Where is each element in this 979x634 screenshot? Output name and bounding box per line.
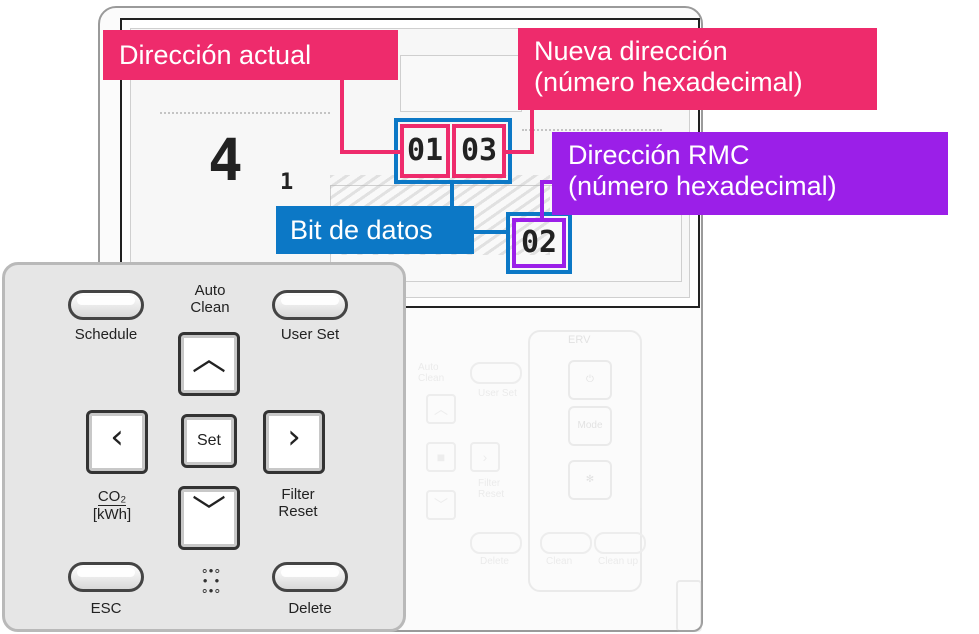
co2-kwh-label[interactable]: CO₂ [kWh] <box>82 488 142 523</box>
left-arrow-button[interactable]: ‹ <box>86 410 148 474</box>
new-address-text: Nueva dirección <box>534 36 728 66</box>
lcd-dotted-line <box>160 112 330 114</box>
new-address-highlight <box>452 124 506 178</box>
set-button[interactable]: Set <box>181 414 237 468</box>
delete-button-faded[interactable] <box>470 532 522 554</box>
connector-current-vertical <box>340 80 344 152</box>
main-segment-digit: 4 <box>208 126 245 194</box>
cleanup-label: Clean up <box>598 556 639 567</box>
connector-new-vertical <box>530 110 534 152</box>
esc-label: ESC <box>90 600 122 617</box>
chevron-down-icon: ﹀ <box>192 493 226 533</box>
fan-icon[interactable]: ✻ <box>568 460 612 500</box>
rmc-address-digits: 02 <box>520 225 558 260</box>
chevron-right-icon: › <box>287 417 301 457</box>
new-address-digits: 03 <box>460 133 498 168</box>
right-arrow-button[interactable]: › <box>263 410 325 474</box>
small-segment-digit: 1 <box>280 170 296 195</box>
connector-rmc-vertical <box>540 180 544 220</box>
schedule-label: Schedule <box>74 326 138 343</box>
connector-bit-horizontal <box>474 230 508 234</box>
clean-button[interactable] <box>540 532 592 554</box>
data-bit-text: Bit de datos <box>290 215 433 245</box>
delete-label-faded: Delete <box>480 556 509 567</box>
auto-clean-label-line2: Clean <box>190 299 230 316</box>
rmc-outer-highlight <box>506 212 572 274</box>
current-address-highlight <box>400 124 450 178</box>
new-address-subtext: (número hexadecimal) <box>534 67 803 97</box>
new-address-callout: Nueva dirección (número hexadecimal) <box>518 28 877 110</box>
rmc-address-subtext: (número hexadecimal) <box>568 171 837 201</box>
mode-button[interactable]: Mode <box>568 406 612 446</box>
cleanup-button[interactable] <box>594 532 646 554</box>
erv-label: ERV <box>568 334 591 346</box>
rmc-address-highlight <box>512 218 566 268</box>
connector-new-horizontal <box>506 150 534 154</box>
user-set-label-faded: User Set <box>478 388 517 399</box>
current-address-digits: 01 <box>406 133 444 168</box>
user-set-button[interactable] <box>272 290 348 320</box>
chevron-left-icon: ‹ <box>110 417 124 457</box>
connector-current-horizontal <box>340 150 402 154</box>
auto-clean-label: Auto Clean <box>180 282 240 316</box>
clean-label: Clean <box>546 556 573 567</box>
filter-reset-label-line2: Reset <box>278 503 318 520</box>
auto-clean-label-faded: Auto Clean <box>418 362 445 384</box>
filter-reset-label-faded: Filter Reset <box>478 478 505 500</box>
up-arrow-icon-faded[interactable]: ︿ <box>426 394 456 424</box>
user-set-button-faded[interactable] <box>470 362 522 384</box>
user-set-label: User Set <box>280 326 340 343</box>
data-bit-callout: Bit de datos <box>276 206 474 254</box>
down-arrow-icon-faded[interactable]: ﹀ <box>426 490 456 520</box>
delete-label: Delete <box>288 600 332 617</box>
rmc-address-text: Dirección RMC <box>568 140 750 170</box>
power-icon[interactable]: ⏻ <box>568 360 612 400</box>
schedule-button[interactable] <box>68 290 144 320</box>
lcd-dotted-line-right <box>522 129 662 131</box>
right-arrow-icon-faded[interactable]: › <box>470 442 500 472</box>
filter-reset-label[interactable]: Filter Reset <box>268 486 328 520</box>
battery-cover <box>676 580 702 632</box>
co2-label-line2: [kWh] <box>92 506 132 523</box>
current-address-text: Dirección actual <box>119 40 312 70</box>
up-arrow-button[interactable]: ︿ <box>178 332 240 396</box>
auto-clean-label-line1: Auto <box>194 282 226 299</box>
filter-reset-label-line1: Filter <box>281 486 315 503</box>
set-label: Set <box>196 432 221 449</box>
loading-dots-icon: ∘•∘• •∘•∘ <box>200 563 222 598</box>
set-button-faded[interactable]: ■ <box>426 442 456 472</box>
current-address-callout: Dirección actual <box>103 30 398 80</box>
delete-button[interactable] <box>272 562 348 592</box>
chevron-up-icon: ︿ <box>192 339 226 379</box>
down-arrow-button[interactable]: ﹀ <box>178 486 240 550</box>
erv-panel <box>528 330 642 592</box>
connector-rmc-horizontal <box>540 180 554 184</box>
connector-bit-vertical <box>450 184 454 206</box>
co2-label-line1: CO₂ <box>97 488 127 506</box>
esc-button[interactable] <box>68 562 144 592</box>
rmc-address-callout: Dirección RMC (número hexadecimal) <box>552 132 948 215</box>
